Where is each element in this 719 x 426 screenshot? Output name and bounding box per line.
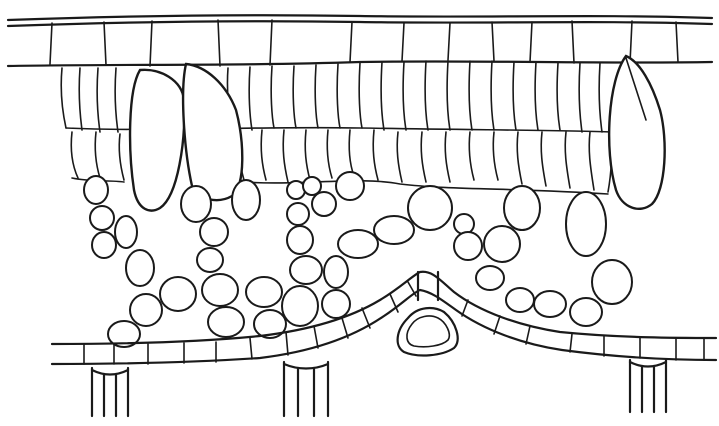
guard-cell-lumen xyxy=(407,316,449,347)
spongy-cell xyxy=(566,192,606,256)
idioblast-right xyxy=(609,56,665,209)
spongy-cell xyxy=(200,218,228,246)
spongy-cell xyxy=(287,203,309,225)
spongy-cell xyxy=(506,288,534,312)
upper-cuticle xyxy=(8,15,712,20)
spongy-cell xyxy=(454,214,474,234)
spongy-cell xyxy=(84,176,108,204)
spongy-cell xyxy=(126,250,154,286)
spongy-cell xyxy=(181,186,211,222)
spongy-cell xyxy=(312,192,336,216)
idioblast-left xyxy=(130,70,184,211)
upper-epidermis xyxy=(8,20,712,66)
spongy-cell xyxy=(454,232,482,260)
spongy-cell xyxy=(232,180,260,220)
spongy-cell xyxy=(322,290,350,318)
spongy-cell xyxy=(476,266,504,290)
spongy-cell xyxy=(115,216,137,248)
spongy-cell xyxy=(92,232,116,258)
spongy-cell xyxy=(534,291,566,317)
spongy-cell xyxy=(90,206,114,230)
trichome-base-center xyxy=(284,362,328,416)
spongy-cell xyxy=(287,226,313,254)
spongy-cell xyxy=(197,248,223,272)
spongy-cell xyxy=(338,230,378,258)
upper-epidermis-outer-wall xyxy=(8,21,712,26)
spongy-cell xyxy=(246,277,282,307)
spongy-cell xyxy=(324,256,348,288)
spongy-cell xyxy=(202,274,238,306)
spongy-cell xyxy=(592,260,632,304)
stoma xyxy=(398,272,458,355)
spongy-cell xyxy=(130,294,162,326)
spongy-cell xyxy=(282,286,318,326)
trichome-base-right xyxy=(630,360,666,412)
spongy-cell xyxy=(303,177,321,195)
spongy-cell xyxy=(374,216,414,244)
spongy-cell xyxy=(290,256,322,284)
upper-epidermis-cell-walls xyxy=(50,20,678,66)
spongy-cell xyxy=(408,186,452,230)
spongy-cell xyxy=(570,298,602,326)
trichome-base-left xyxy=(92,368,128,416)
trichome-bases xyxy=(92,360,666,416)
spongy-cell xyxy=(484,226,520,262)
idioblast-center xyxy=(183,64,242,200)
spongy-cell xyxy=(160,277,196,311)
spongy-cell xyxy=(208,307,244,337)
spongy-cell xyxy=(336,172,364,200)
spongy-cell xyxy=(504,186,540,230)
